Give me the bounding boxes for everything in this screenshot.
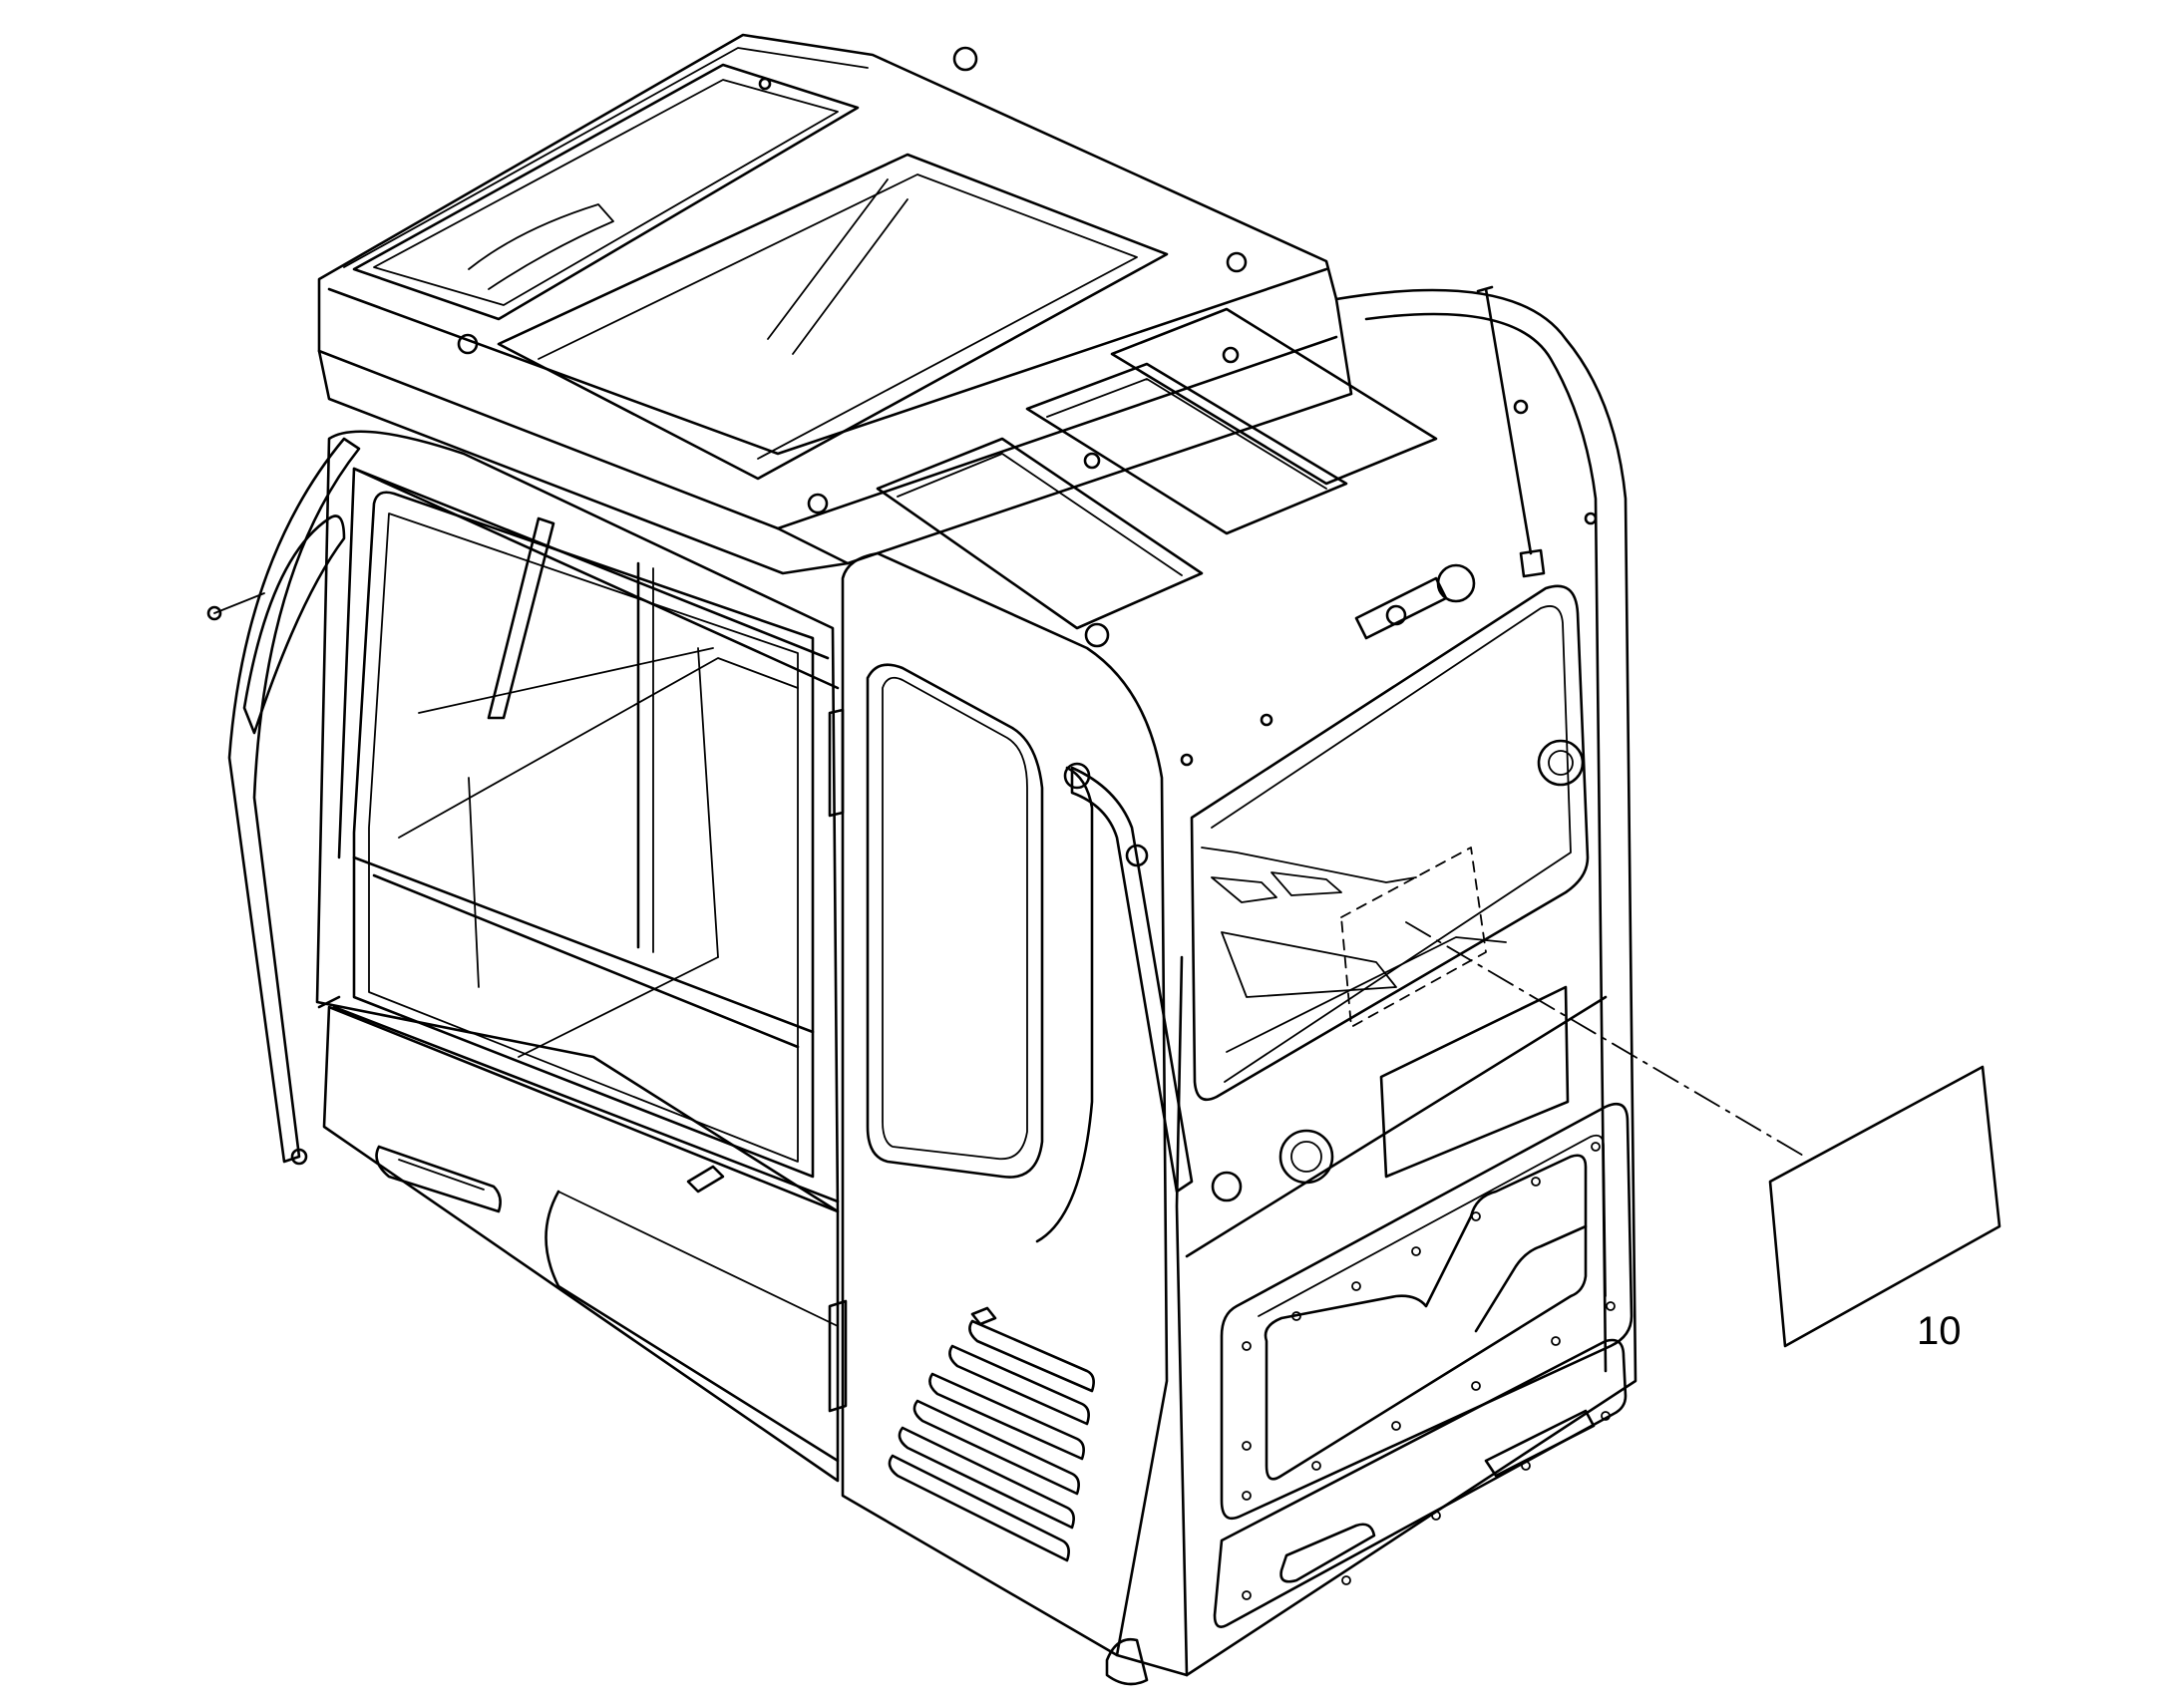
roof-vent-panels <box>876 307 1438 630</box>
rear-window <box>1190 584 1590 1102</box>
rear-upper-panel <box>1379 985 1570 1179</box>
cab-bottom-foot <box>1105 1637 1149 1686</box>
cab-left-door <box>315 430 840 1213</box>
front-lower-door-panel <box>322 1005 840 1483</box>
rear-lower-access-panel <box>1220 1102 1634 1521</box>
rear-beacon <box>1354 563 1476 640</box>
left-cab-pillar <box>227 437 361 1166</box>
fuel-cap <box>1211 1129 1334 1202</box>
front-windshield-frame <box>352 491 815 1179</box>
leader-line <box>1405 921 1806 1158</box>
part-callout-label: 10 <box>1917 1309 1962 1353</box>
decal-location-outline <box>1340 847 1487 1028</box>
left-side-mirror <box>206 514 346 735</box>
cab-roof <box>317 33 1353 575</box>
side-air-vents <box>888 1306 1095 1562</box>
interior-console <box>1201 739 1585 1053</box>
windshield-wiper <box>487 516 555 720</box>
roof-hatch-opening <box>497 153 1169 481</box>
decal-part <box>1768 1065 2001 1348</box>
roof-front-glass <box>352 63 860 321</box>
rear-bottom-panel <box>1213 1338 1628 1628</box>
cab-side-body <box>841 551 1189 1677</box>
grab-handle <box>1063 762 1194 1194</box>
antenna <box>1180 285 1598 767</box>
panel-fasteners <box>1242 1142 1616 1600</box>
roof-bolts <box>457 46 1248 648</box>
cab-rear-section <box>1175 288 1637 1677</box>
cab-interior-frame <box>398 647 799 1058</box>
